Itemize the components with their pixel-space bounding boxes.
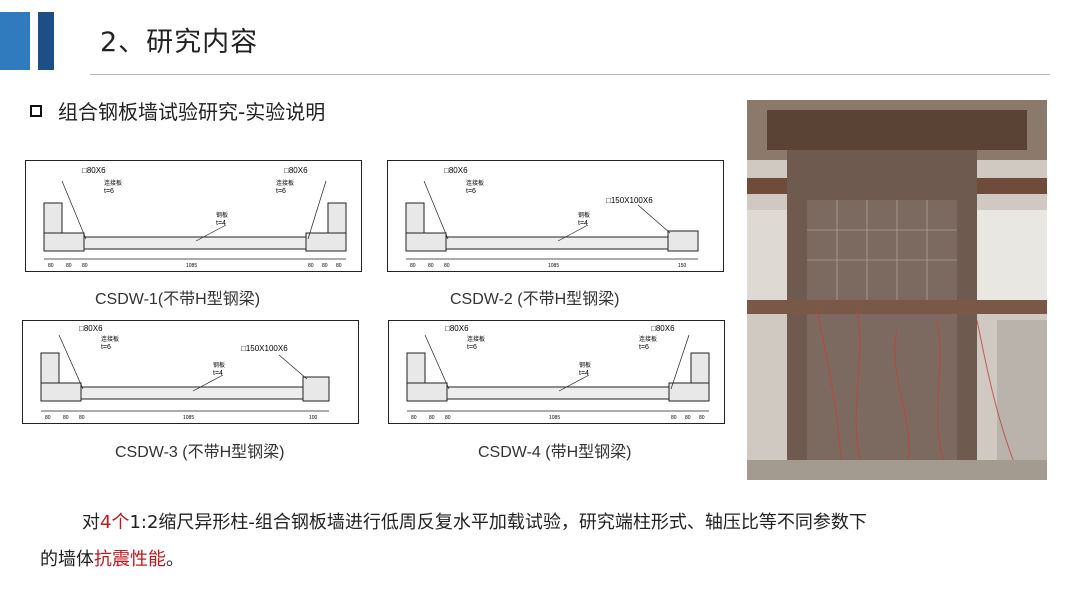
dim-label: 80 — [45, 415, 51, 421]
dim-label: 80 — [63, 415, 69, 421]
diagram-csdw-3: □80X6 □150X100X6 连接板 t=6 钢板 t=4 80 80 80… — [22, 320, 359, 424]
description-line-1: 对4个1:2缩尺异形柱-组合钢板墙进行低周反复水平加载试验，研究端柱形式、轴压比… — [82, 508, 867, 534]
left-plate-thickness: t=6 — [467, 344, 477, 351]
dim-label: 80 — [445, 415, 451, 421]
left-column-label: □80X6 — [445, 324, 469, 333]
web-plate-thickness: t=4 — [216, 220, 226, 227]
dim-label: 150 — [678, 263, 687, 269]
title-divider — [90, 74, 1050, 75]
left-plate-thickness: t=6 — [466, 188, 476, 195]
dim-label: 80 — [82, 263, 88, 269]
dim-label: 80 — [699, 415, 705, 421]
dim-label: 80 — [322, 263, 328, 269]
text-segment: 。 — [166, 549, 184, 570]
dim-label: 1085 — [549, 415, 560, 421]
dim-label: 80 — [429, 415, 435, 421]
left-plate-label: 连接板 — [467, 335, 485, 343]
left-column-label: □80X6 — [444, 166, 468, 175]
page-title: 2、研究内容 — [100, 27, 259, 58]
dim-label: 80 — [428, 263, 434, 269]
test-setup-photo — [747, 100, 1047, 480]
description-line-2: 的墙体抗震性能。 — [40, 545, 184, 571]
left-plate-thickness: t=6 — [101, 344, 111, 351]
right-plate-thickness: t=6 — [276, 188, 286, 195]
left-plate-thickness: t=6 — [104, 188, 114, 195]
caption-csdw-3: CSDW-3 (不带H型钢梁) — [115, 444, 285, 461]
left-plate-label: 连接板 — [466, 179, 484, 187]
left-plate-label: 连接板 — [104, 179, 122, 187]
section-heading: 组合钢板墙试验研究-实验说明 — [30, 96, 325, 125]
dim-label: 80 — [671, 415, 677, 421]
right-column-label: □80X6 — [284, 166, 308, 175]
dim-label: 1085 — [186, 263, 197, 269]
right-column-label: □150X100X6 — [606, 196, 653, 205]
right-plate-label: 连接板 — [276, 179, 294, 187]
highlight-count: 4个 — [100, 512, 130, 533]
right-plate-label: 连接板 — [639, 335, 657, 343]
caption-csdw-4: CSDW-4 (带H型钢梁) — [478, 444, 632, 461]
web-plate-thickness: t=4 — [213, 370, 223, 377]
text-segment: 1:2缩尺异形柱-组合钢板墙进行低周反复水平加载试验，研究端柱形式、轴压比等不同… — [129, 512, 867, 533]
highlight-seismic: 抗震性能 — [94, 549, 166, 570]
dim-label: 80 — [336, 263, 342, 269]
left-plate-label: 连接板 — [101, 335, 119, 343]
accent-bar-light — [0, 12, 30, 70]
right-plate-thickness: t=6 — [639, 344, 649, 351]
right-column-label: □150X100X6 — [241, 344, 288, 353]
text-segment: 的墙体 — [40, 549, 94, 570]
dim-label: 80 — [685, 415, 691, 421]
dim-label: 80 — [308, 263, 314, 269]
diagram-csdw-1: □80X6 □80X6 连接板 t=6 连接板 t=6 钢板 t=4 80 80… — [25, 160, 362, 272]
square-bullet-icon — [30, 104, 42, 117]
dim-label: 80 — [410, 263, 416, 269]
dim-label: 80 — [411, 415, 417, 421]
dim-label: 80 — [444, 263, 450, 269]
section-title: 组合钢板墙试验研究-实验说明 — [58, 100, 326, 124]
web-plate-thickness: t=4 — [578, 220, 588, 227]
dim-label: 1085 — [183, 415, 194, 421]
right-column-label: □80X6 — [651, 324, 675, 333]
web-plate-thickness: t=4 — [579, 370, 589, 377]
web-plate-label: 钢板 — [578, 211, 590, 219]
dim-label: 1085 — [548, 263, 559, 269]
web-plate-label: 钢板 — [213, 361, 225, 369]
diagram-csdw-4: □80X6 □80X6 连接板 t=6 连接板 t=6 钢板 t=4 80 80… — [388, 320, 725, 424]
text-segment: 对 — [82, 512, 100, 533]
caption-csdw-2: CSDW-2 (不带H型钢梁) — [450, 291, 620, 308]
dim-label: 100 — [309, 415, 318, 421]
left-column-label: □80X6 — [79, 324, 103, 333]
accent-bar-dark — [38, 12, 54, 70]
dim-label: 80 — [48, 263, 54, 269]
dim-label: 80 — [66, 263, 72, 269]
diagram-csdw-2: □80X6 □150X100X6 连接板 t=6 钢板 t=4 80 80 80… — [387, 160, 724, 272]
caption-csdw-1: CSDW-1(不带H型钢梁) — [95, 291, 261, 308]
dim-label: 80 — [79, 415, 85, 421]
web-plate-label: 钢板 — [579, 361, 591, 369]
web-plate-label: 钢板 — [216, 211, 228, 219]
left-column-label: □80X6 — [82, 166, 106, 175]
